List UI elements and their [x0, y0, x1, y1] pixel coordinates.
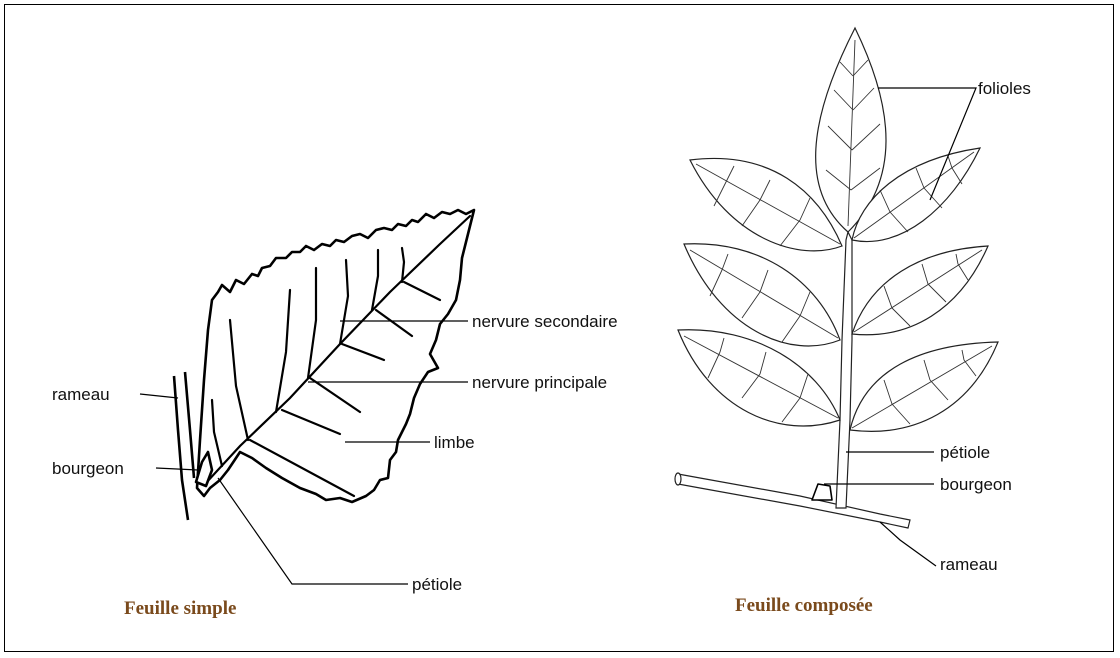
simple-leaf-blade [197, 210, 474, 502]
label-folioles: folioles [978, 79, 1031, 98]
label-rameau-compound: rameau [940, 555, 998, 574]
simple-leaf-drawing [174, 210, 474, 520]
label-limbe: limbe [434, 433, 475, 452]
label-bourgeon-compound: bourgeon [940, 475, 1012, 494]
label-nervure-principale: nervure principale [472, 373, 607, 392]
label-rameau-simple: rameau [52, 385, 110, 404]
label-petiole-simple: pétiole [412, 575, 462, 594]
label-petiole-compound: pétiole [940, 443, 990, 462]
caption-compound-leaf: Feuille composée [735, 595, 873, 616]
leaflet-middle-right [852, 246, 988, 335]
simple-branch [174, 372, 194, 520]
compound-branch [678, 474, 910, 528]
caption-simple-leaf: Feuille simple [124, 598, 236, 619]
leaflet-lower-right [850, 342, 998, 431]
label-bourgeon-simple: bourgeon [52, 459, 124, 478]
compound-bud [812, 484, 832, 500]
label-nervure-secondaire: nervure secondaire [472, 312, 618, 331]
